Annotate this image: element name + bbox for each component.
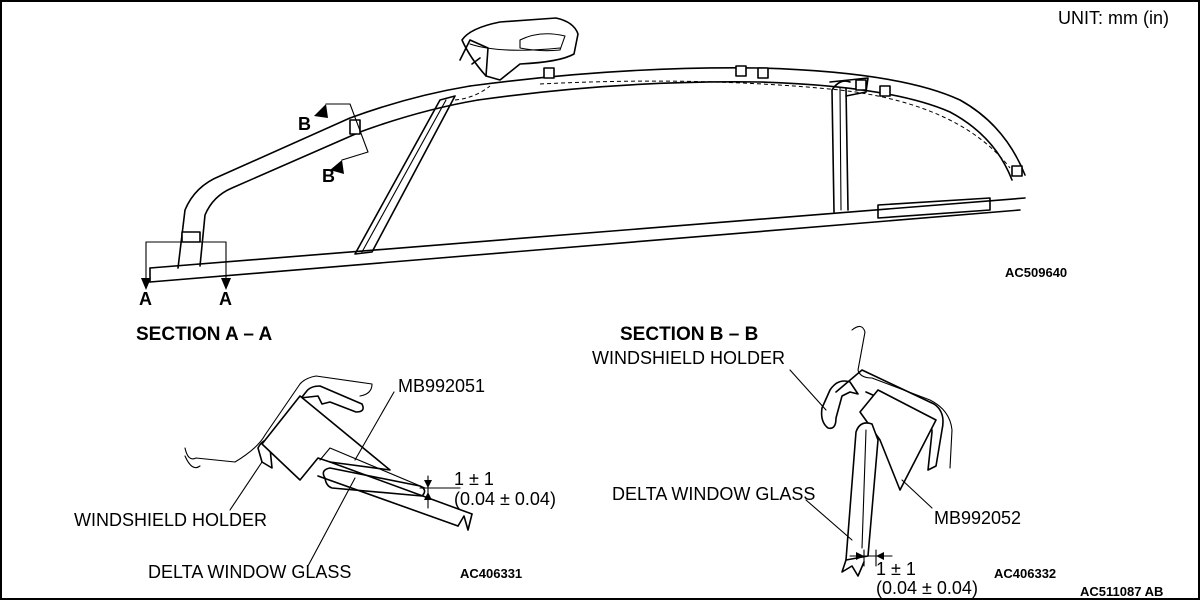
unit-label: UNIT: mm (in) xyxy=(1058,8,1169,28)
section-a: SECTION A – A MB992051 1 ± 1 (0.04 ± 0.0… xyxy=(74,324,556,582)
section-b-figure-code: AC406332 xyxy=(994,566,1056,581)
a-pillar xyxy=(177,85,471,269)
section-a-tool-label: MB992051 xyxy=(398,376,485,396)
section-b-title: SECTION B – B xyxy=(620,324,758,345)
section-a-marker-right: A xyxy=(219,289,232,309)
section-a-marker-left: A xyxy=(139,289,152,309)
sheet-code: AC511087 AB xyxy=(1080,584,1163,599)
section-b-gap-metric: 1 ± 1 xyxy=(876,559,916,579)
section-b-marker-top: B xyxy=(298,114,311,134)
section-a-holder-label: WINDSHIELD HOLDER xyxy=(74,510,267,530)
section-b-marker-bottom: B xyxy=(322,166,335,186)
section-b-holder-label: WINDSHIELD HOLDER xyxy=(592,348,785,368)
section-b-tool-label: MB992052 xyxy=(934,508,1021,528)
section-b: SECTION B – B WINDSHIELD HOLDER DELTA WI… xyxy=(592,324,1056,598)
delta-window-glass-b xyxy=(845,422,879,561)
vehicle-overview: A A B B AC509640 xyxy=(139,17,1067,309)
mirror xyxy=(461,17,579,81)
overview-figure-code: AC509640 xyxy=(1005,265,1067,280)
tool-mb992051 xyxy=(261,395,391,481)
center-pillar xyxy=(831,80,851,213)
section-b-glass-label: DELTA WINDOW GLASS xyxy=(612,484,815,504)
section-a-title: SECTION A – A xyxy=(136,324,272,345)
section-a-glass-label: DELTA WINDOW GLASS xyxy=(148,562,351,582)
section-a-gap-imperial: (0.04 ± 0.04) xyxy=(454,489,556,509)
delta-window-frame xyxy=(354,95,456,255)
roof-rail xyxy=(469,67,1026,176)
sill-line xyxy=(149,197,1026,269)
section-a-figure-code: AC406331 xyxy=(460,566,522,581)
windshield-holder-b xyxy=(820,380,859,430)
section-a-gap-metric: 1 ± 1 xyxy=(454,469,494,489)
section-b-gap-imperial: (0.04 ± 0.04) xyxy=(876,578,978,598)
